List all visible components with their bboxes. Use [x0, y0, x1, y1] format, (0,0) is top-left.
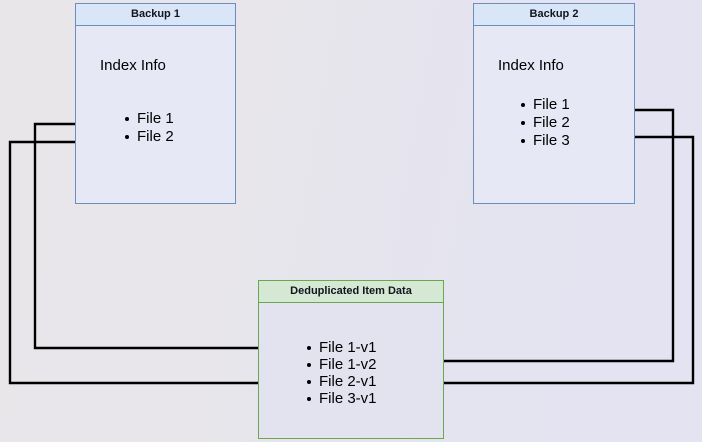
wire-backup2-file1 — [389, 108, 675, 365]
backup-2-index-info-label: Index Info — [498, 57, 564, 74]
list-item[interactable]: File 1 — [519, 96, 570, 114]
backup-2-body: Index Info File 1 File 2 File 3 — [474, 26, 634, 203]
backup-1-title: Backup 1 — [76, 4, 235, 26]
wire-backup1-file2 — [8, 140, 298, 387]
list-item[interactable]: File 3-v1 — [305, 390, 377, 407]
backup-2-file-list: File 1 File 2 File 3 — [519, 96, 570, 150]
backup-2-title: Backup 2 — [474, 4, 634, 26]
list-item[interactable]: File 3 — [519, 132, 570, 150]
backup-2-box[interactable]: Backup 2 Index Info File 1 File 2 File 3 — [473, 3, 635, 204]
list-item[interactable]: File 1-v1 — [305, 339, 377, 356]
backup-1-file-list: File 1 File 2 — [123, 110, 174, 146]
list-item[interactable]: File 2-v1 — [305, 373, 377, 390]
list-item[interactable]: File 2 — [123, 128, 174, 146]
backup-1-index-info-label: Index Info — [100, 57, 166, 74]
list-item[interactable]: File 2 — [519, 114, 570, 132]
deduplicated-item-data-title: Deduplicated Item Data — [259, 281, 443, 303]
list-item[interactable]: File 1-v2 — [305, 356, 377, 373]
deduplicated-file-list: File 1-v1 File 1-v2 File 2-v1 File 3-v1 — [305, 339, 377, 407]
deduplicated-item-data-body: File 1-v1 File 1-v2 File 2-v1 File 3-v1 — [259, 303, 443, 438]
backup-1-body: Index Info File 1 File 2 — [76, 26, 235, 203]
wire-backup2-file2 — [389, 135, 695, 387]
deduplicated-item-data-box[interactable]: Deduplicated Item Data File 1-v1 File 1-… — [258, 280, 444, 439]
backup-1-box[interactable]: Backup 1 Index Info File 1 File 2 — [75, 3, 236, 204]
list-item[interactable]: File 1 — [123, 110, 174, 128]
